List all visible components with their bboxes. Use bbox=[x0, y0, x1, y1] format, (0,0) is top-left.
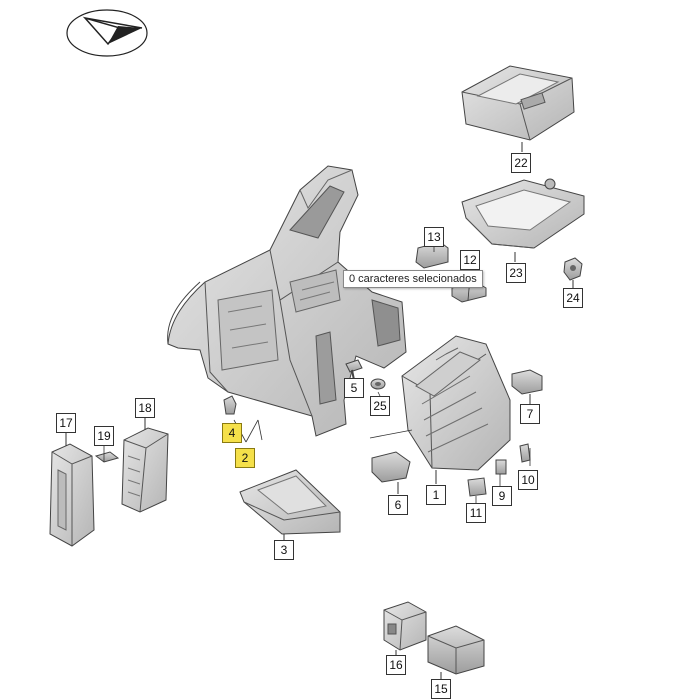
part-18-fuse-strip bbox=[121, 418, 169, 513]
part-11-relay bbox=[467, 477, 487, 497]
part-4-clip bbox=[223, 395, 237, 415]
selection-tooltip: 0 caracteres selecionados bbox=[343, 270, 483, 288]
part-15-relay bbox=[427, 625, 485, 680]
part-25-bushing bbox=[370, 378, 386, 390]
callout-4: 4 bbox=[222, 423, 242, 443]
callout-10: 10 bbox=[518, 470, 538, 490]
callout-23: 23 bbox=[506, 263, 526, 283]
callout-5: 5 bbox=[344, 378, 364, 398]
part-23-bracket bbox=[461, 178, 585, 262]
callout-16: 16 bbox=[386, 655, 406, 675]
part-6-connector bbox=[371, 451, 411, 494]
part-3-cover bbox=[239, 469, 341, 542]
part-16-connector bbox=[383, 601, 427, 656]
callout-22: 22 bbox=[511, 153, 531, 173]
callout-12: 12 bbox=[460, 250, 480, 270]
callout-3: 3 bbox=[274, 540, 294, 560]
callout-25: 25 bbox=[370, 396, 390, 416]
part-9-fuse bbox=[495, 459, 507, 475]
callout-2: 2 bbox=[235, 448, 255, 468]
part-10-fuse bbox=[519, 443, 531, 463]
part-19-fuse bbox=[94, 451, 120, 463]
compass-arrow-logo-icon bbox=[66, 9, 148, 57]
callout-11: 11 bbox=[466, 503, 486, 523]
callout-15: 15 bbox=[431, 679, 451, 699]
callout-13: 13 bbox=[424, 227, 444, 247]
callout-24: 24 bbox=[563, 288, 583, 308]
callout-1: 1 bbox=[426, 485, 446, 505]
part-1-fuse-box bbox=[401, 335, 511, 484]
callout-7: 7 bbox=[520, 404, 540, 424]
callout-17: 17 bbox=[56, 413, 76, 433]
callout-6: 6 bbox=[388, 495, 408, 515]
callout-9: 9 bbox=[492, 486, 512, 506]
part-22-control-module bbox=[461, 65, 575, 152]
callout-18: 18 bbox=[135, 398, 155, 418]
part-2-fuse-carrier bbox=[167, 165, 407, 437]
part-17-bracket bbox=[49, 432, 95, 547]
callout-19: 19 bbox=[94, 426, 114, 446]
part-7-relay bbox=[511, 369, 543, 404]
part-24-nut bbox=[563, 257, 583, 288]
